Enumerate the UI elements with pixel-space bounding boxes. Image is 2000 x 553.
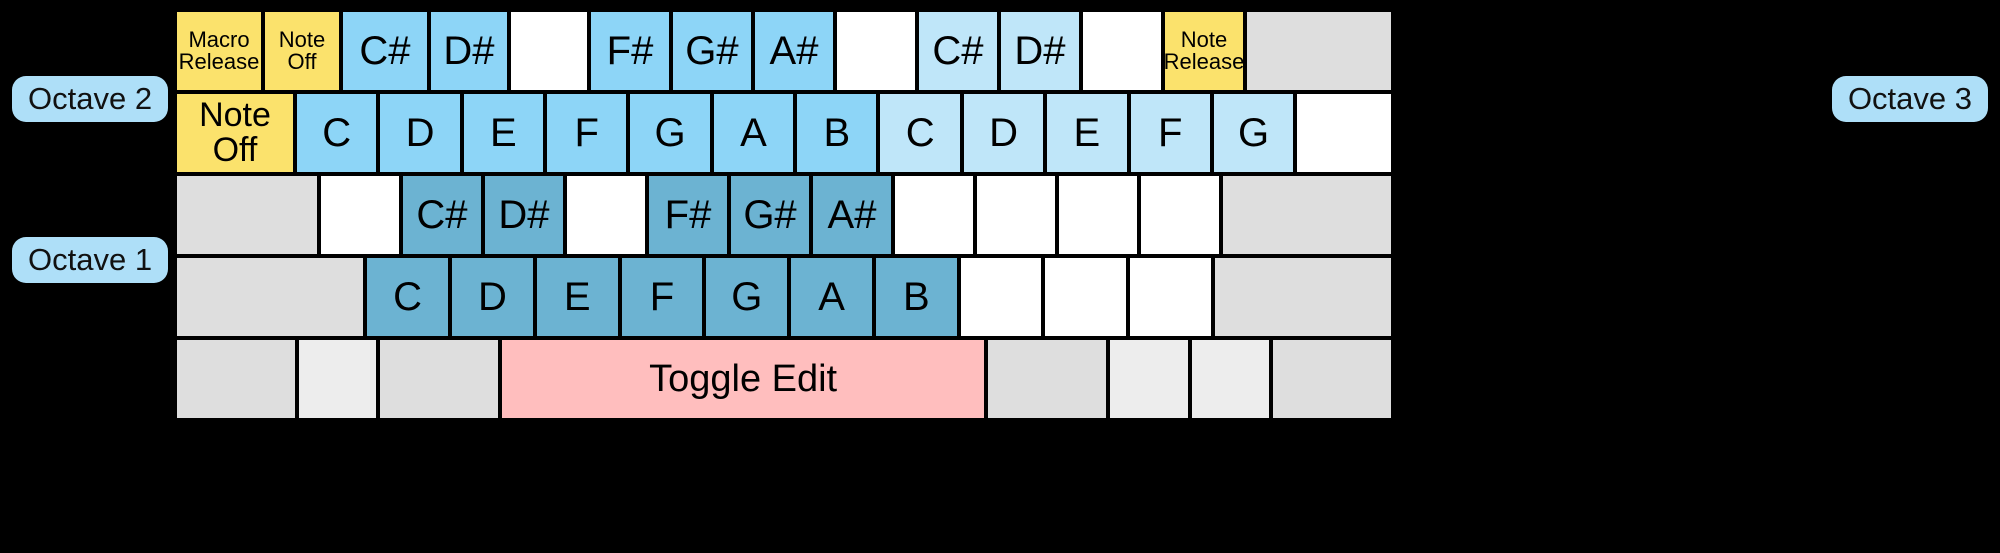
key-blank-r5-3	[378, 338, 500, 420]
octave-1-badge: Octave 1	[12, 237, 169, 283]
key-note-off[interactable]: Note Off	[175, 92, 295, 174]
key-blank-r5-8	[1271, 338, 1393, 420]
key-blank-r3-13	[1221, 174, 1393, 256]
key-blank-r4-11	[1128, 256, 1214, 338]
key-gsharp[interactable]: G#	[729, 174, 811, 256]
key-fsharp[interactable]: F#	[588, 10, 671, 92]
octave-2-badge: Octave 2	[12, 76, 169, 122]
key-a[interactable]: A	[711, 92, 796, 174]
key-blank-r5-6	[1107, 338, 1190, 420]
key-dsharp[interactable]: D#	[998, 10, 1081, 92]
key-f[interactable]: F	[619, 256, 705, 338]
key-d[interactable]: D	[378, 92, 462, 174]
key-blank-r1-14	[1244, 10, 1393, 92]
key-blank-r3-12	[1139, 174, 1221, 256]
key-blank-r5-1	[175, 338, 297, 420]
row-asdf-sharps-lower: C#D# F#G#A#	[175, 174, 1393, 256]
key-f[interactable]: F	[1128, 92, 1212, 174]
key-blank-r4-12	[1213, 256, 1393, 338]
octave-3-badge: Octave 3	[1831, 76, 1988, 122]
key-g[interactable]: G	[1211, 92, 1296, 174]
key-blank-r4-10	[1043, 256, 1129, 338]
key-macro-release[interactable]: Macro Release	[175, 10, 263, 92]
key-b[interactable]: B	[795, 92, 879, 174]
key-csharp[interactable]: C#	[401, 174, 483, 256]
key-gsharp[interactable]: G#	[670, 10, 753, 92]
key-fsharp[interactable]: F#	[647, 174, 729, 256]
key-e[interactable]: E	[1045, 92, 1129, 174]
key-blank-r3-2	[319, 174, 401, 256]
key-blank-r3-1	[175, 174, 319, 256]
key-asharp[interactable]: A#	[811, 174, 893, 256]
key-c[interactable]: C	[878, 92, 962, 174]
row-modifiers-spacebar: Toggle Edit	[175, 338, 1393, 420]
key-b[interactable]: B	[873, 256, 959, 338]
key-c[interactable]: C	[365, 256, 451, 338]
key-note-off[interactable]: Note Off	[263, 10, 341, 92]
key-asharp[interactable]: A#	[752, 10, 835, 92]
key-toggle-edit[interactable]: Toggle Edit	[499, 338, 987, 420]
key-note-release[interactable]: Note Release	[1162, 10, 1245, 92]
key-d[interactable]: D	[961, 92, 1046, 174]
key-f[interactable]: F	[545, 92, 629, 174]
key-e[interactable]: E	[461, 92, 546, 174]
key-dsharp[interactable]: D#	[428, 10, 509, 92]
key-blank-r5-7	[1189, 338, 1272, 420]
key-blank-r3-11	[1057, 174, 1139, 256]
key-a[interactable]: A	[789, 256, 874, 338]
key-e[interactable]: E	[534, 256, 620, 338]
key-d[interactable]: D	[450, 256, 535, 338]
key-blank-r5-5	[986, 338, 1108, 420]
key-dsharp[interactable]: D#	[483, 174, 565, 256]
key-blank-r3-10	[975, 174, 1057, 256]
key-blank-r1-9	[834, 10, 917, 92]
key-g[interactable]: G	[628, 92, 712, 174]
key-c[interactable]: C	[294, 92, 379, 174]
key-blank-r4-9	[958, 256, 1044, 338]
key-blank-r3-5	[565, 174, 647, 256]
key-blank-r3-9	[893, 174, 975, 256]
key-blank-r5-2	[296, 338, 379, 420]
key-csharp[interactable]: C#	[340, 10, 429, 92]
key-blank-r2-14	[1295, 92, 1393, 174]
key-blank-r4-1	[175, 256, 366, 338]
key-g[interactable]: G	[704, 256, 790, 338]
key-blank-r1-12	[1080, 10, 1163, 92]
key-csharp[interactable]: C#	[916, 10, 999, 92]
key-blank-r1-5	[508, 10, 589, 92]
